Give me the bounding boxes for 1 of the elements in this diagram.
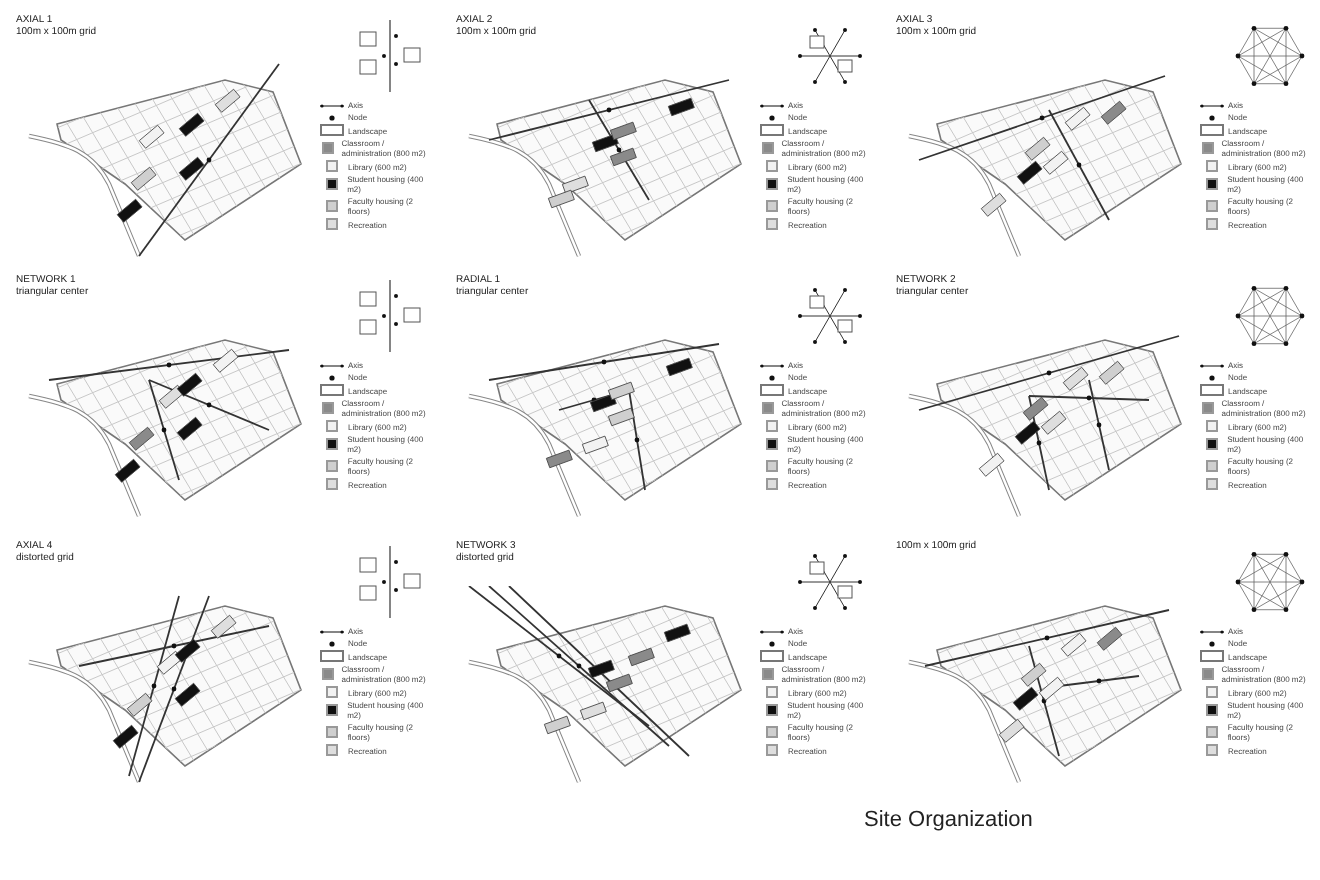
sheet-title: Site Organization	[864, 806, 1033, 836]
